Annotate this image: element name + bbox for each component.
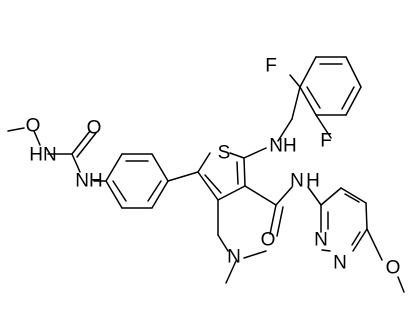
atom-hn-methoxyurea: HN bbox=[29, 145, 56, 166]
atom-label-layer: F F S NH O HN O NH N H N O N N O bbox=[26, 56, 401, 279]
atom-n-pyridazine-2: N bbox=[333, 253, 347, 274]
atom-oxygen-amide: O bbox=[261, 230, 276, 251]
bond-layer bbox=[7, 56, 405, 293]
atom-n-amide: N bbox=[290, 171, 304, 192]
atom-fluorine-top: F bbox=[265, 56, 277, 77]
atom-nh-benzylamine: NH bbox=[269, 136, 296, 157]
atom-oxygen-methoxy-pyridazine: O bbox=[386, 258, 401, 279]
atom-fluorine-bottom: F bbox=[320, 131, 332, 152]
atom-oxygen-urea: O bbox=[87, 118, 102, 139]
atom-oxygen-methoxyamine: O bbox=[26, 116, 41, 137]
atom-n-pyridazine-1: N bbox=[314, 230, 328, 251]
atom-nh-urea: NH bbox=[75, 171, 102, 192]
atom-n-dimethylamino: N bbox=[227, 247, 241, 268]
atom-sulfur-thiophene: S bbox=[218, 143, 231, 164]
atom-h-amide: H bbox=[306, 171, 320, 192]
